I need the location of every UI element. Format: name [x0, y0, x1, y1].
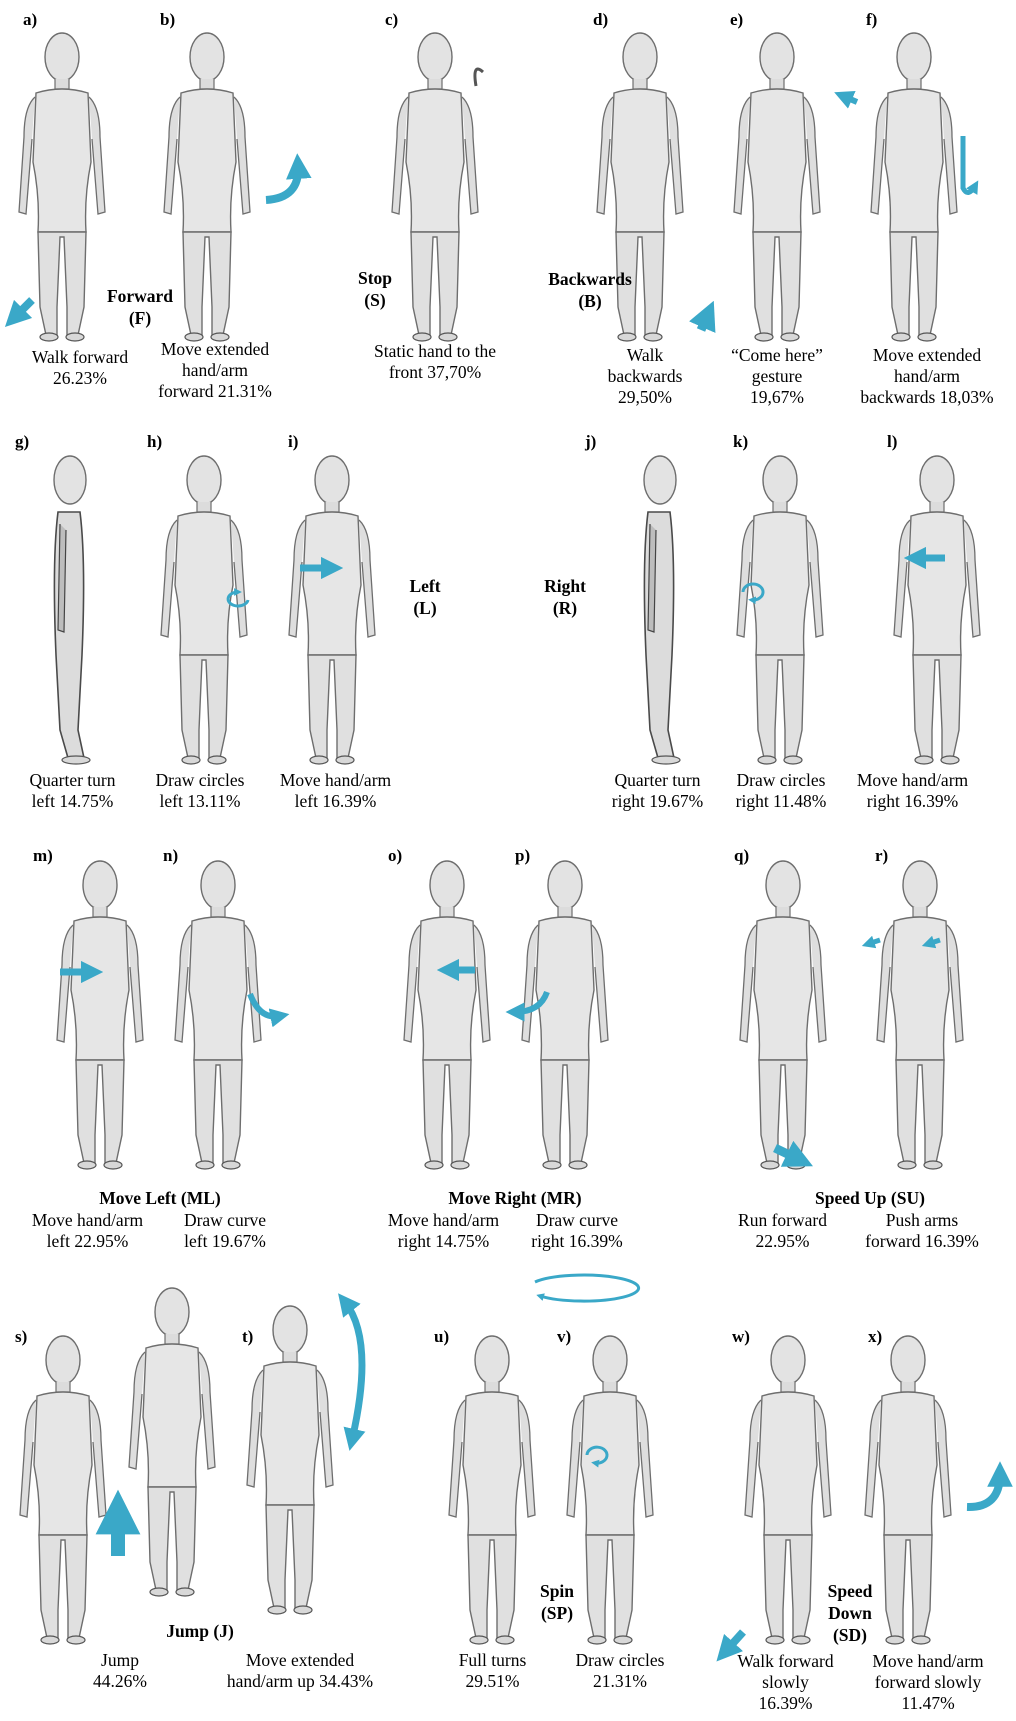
figure-q	[740, 861, 826, 1169]
group-spin-label: Spin(SP)	[527, 1580, 587, 1624]
arrow-x-icon	[967, 1474, 1000, 1507]
figure-f	[871, 33, 957, 341]
raised-hand-c	[475, 69, 483, 86]
group-jump-label: Jump (J)	[150, 1620, 250, 1642]
panel-t-letter: t)	[242, 1327, 253, 1347]
panel-l-letter: l)	[887, 432, 897, 452]
figure-o	[404, 861, 490, 1169]
figure-j	[644, 456, 680, 764]
panel-c-letter: c)	[385, 10, 398, 30]
figure-m	[57, 861, 143, 1169]
panel-p-letter: p)	[515, 846, 530, 866]
panel-g-letter: g)	[15, 432, 29, 452]
group-backwards-label: Backwards(B)	[540, 268, 640, 312]
panel-h-letter: h)	[147, 432, 162, 452]
panel-s-letter: s)	[15, 1327, 27, 1347]
panel-m-letter: m)	[33, 846, 53, 866]
panel-o-letter: o)	[388, 846, 402, 866]
panel-j-letter: j)	[585, 432, 596, 452]
panel-x-letter: x)	[868, 1327, 882, 1347]
arrow-f-icon	[963, 136, 975, 193]
figure-l	[894, 456, 980, 764]
panel-d-letter: d)	[593, 10, 608, 30]
figure-u	[449, 1336, 535, 1644]
arrow-d-icon	[701, 314, 708, 330]
panel-n-letter: n)	[163, 846, 178, 866]
group-move-right-label: Move Right (MR)	[425, 1187, 605, 1209]
panel-u-letter: u)	[434, 1327, 449, 1347]
panel-b-letter: b)	[160, 10, 175, 30]
arrow-a-icon	[14, 300, 32, 318]
figure-a	[19, 33, 105, 341]
group-right-label: Right(R)	[535, 575, 595, 619]
panel-w-letter: w)	[732, 1327, 750, 1347]
arrow-b-icon	[266, 166, 298, 200]
panel-q-letter: q)	[734, 846, 749, 866]
figure-s-crouch	[20, 1336, 106, 1644]
figure-n	[175, 861, 261, 1169]
panel-k-letter: k)	[733, 432, 748, 452]
spin-arrow-u-icon	[535, 1275, 639, 1301]
figure-h	[161, 456, 247, 764]
figure-k	[737, 456, 823, 764]
figure-p	[522, 861, 608, 1169]
figure-t	[247, 1306, 333, 1614]
arrow-t-icon	[345, 1302, 362, 1440]
arrow-r-left-icon	[868, 940, 880, 944]
figure-r	[877, 861, 963, 1169]
group-stop-label: Stop(S)	[345, 267, 405, 311]
group-move-left-label: Move Left (ML)	[75, 1187, 245, 1209]
figure-e	[734, 33, 820, 341]
arrow-w-icon	[725, 1632, 743, 1652]
panel-f-letter: f)	[866, 10, 877, 30]
arrow-e-icon	[843, 96, 857, 102]
panel-i-letter: i)	[288, 432, 298, 452]
figure-s-jump	[129, 1288, 215, 1596]
figure-g	[54, 456, 90, 764]
panel-a-letter: a)	[23, 10, 37, 30]
panel-r-letter: r)	[875, 846, 888, 866]
panel-v-letter: v)	[557, 1327, 571, 1347]
group-forward-label: Forward(F)	[100, 285, 180, 329]
figure-i	[289, 456, 375, 764]
group-speed-up-label: Speed Up (SU)	[790, 1187, 950, 1209]
panel-e-letter: e)	[730, 10, 743, 30]
group-left-label: Left(L)	[395, 575, 455, 619]
